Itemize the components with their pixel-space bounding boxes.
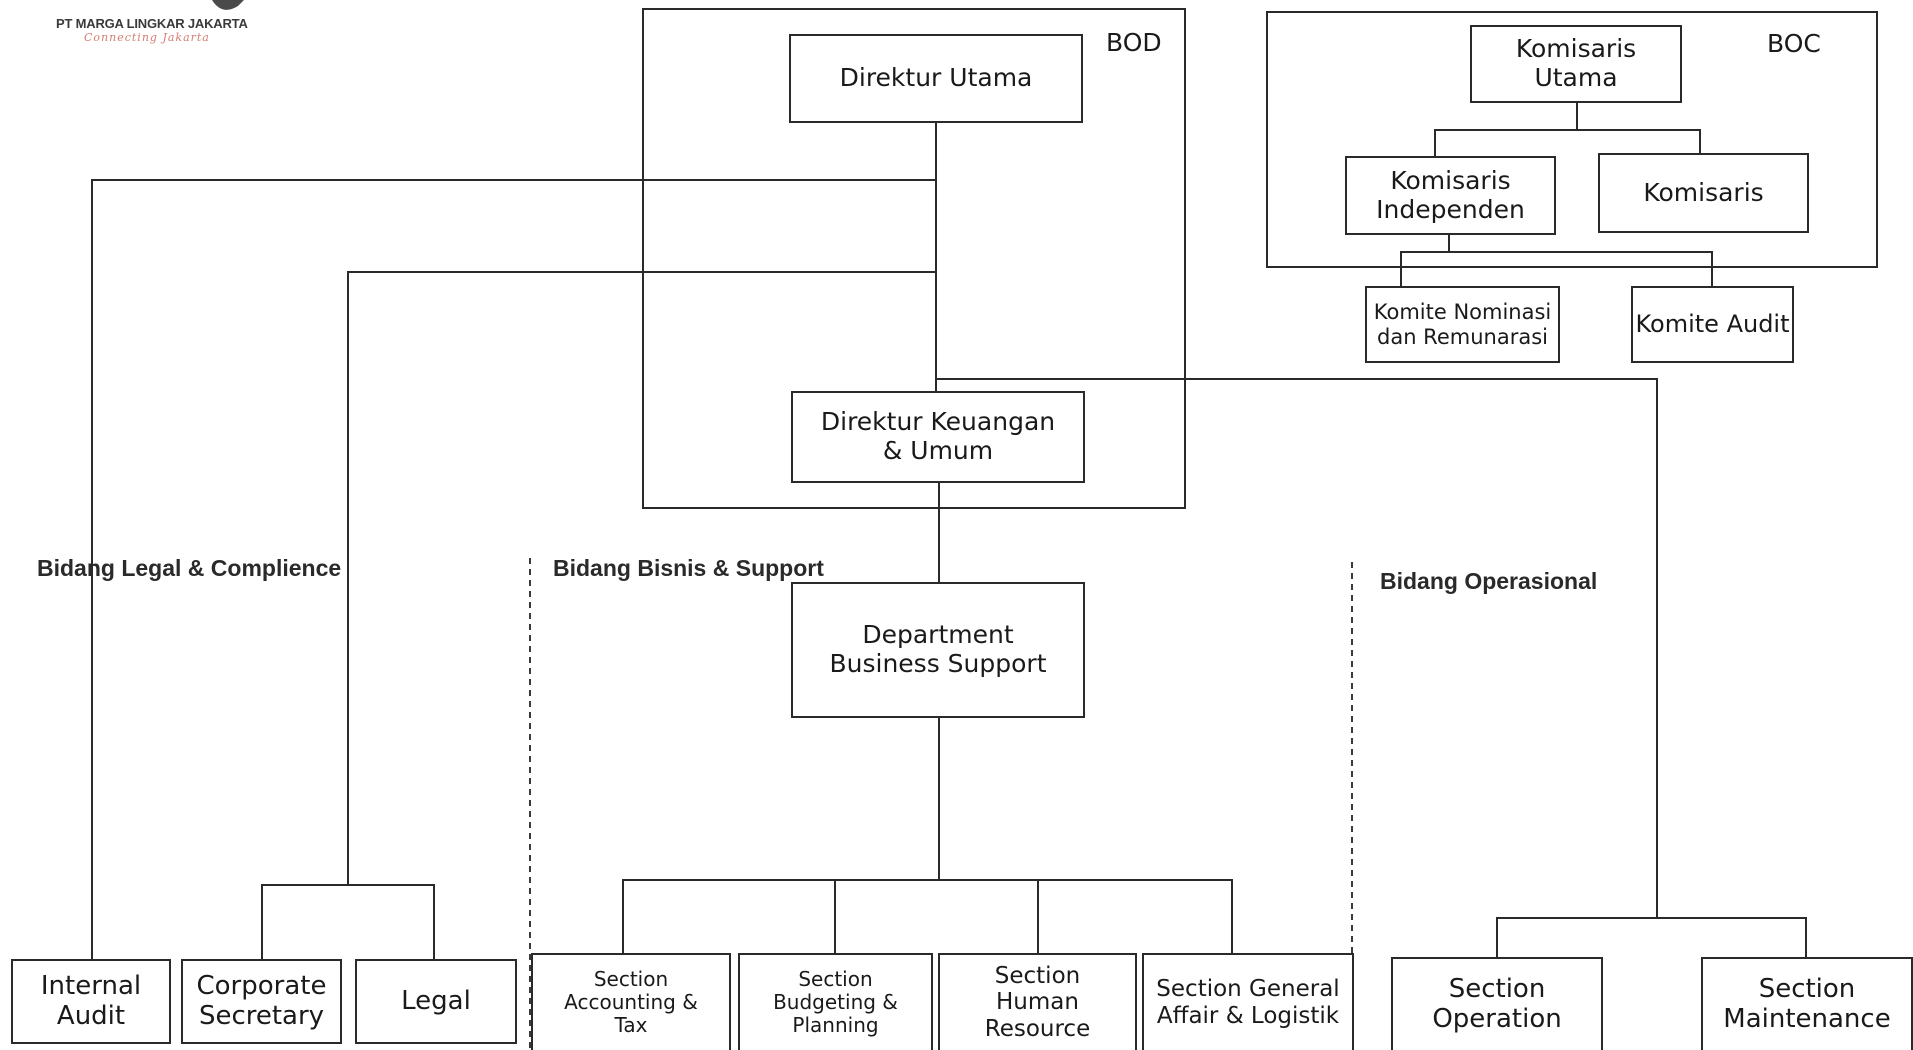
- boc-label: BOC: [1767, 29, 1821, 58]
- komisaris-independen-box[interactable]: Komisaris Independen: [1345, 156, 1556, 235]
- section-title-bisnis: Bidang Bisnis & Support: [553, 555, 824, 581]
- section-maintenance-box[interactable]: Section Maintenance: [1701, 957, 1913, 1050]
- internal-audit-box[interactable]: Internal Audit: [11, 959, 171, 1044]
- komite-nominasi-box[interactable]: Komite Nominasi dan Remunarasi: [1365, 286, 1560, 363]
- bod-frame: [642, 8, 1186, 509]
- direktur-keuangan-box[interactable]: Direktur Keuangan & Umum: [791, 391, 1085, 483]
- section-budgeting-box[interactable]: Section Budgeting & Planning: [738, 953, 933, 1050]
- section-general-affair-box[interactable]: Section General Affair & Logistik: [1142, 953, 1354, 1050]
- section-title-legal: Bidang Legal & Complience: [37, 555, 342, 581]
- section-human-resource-box[interactable]: Section Human Resource: [938, 953, 1137, 1050]
- direktur-utama-box[interactable]: Direktur Utama: [789, 34, 1083, 123]
- bod-label: BOD: [1106, 28, 1162, 57]
- boc-frame: [1266, 11, 1878, 268]
- section-title-operasional: Bidang Operasional: [1380, 568, 1598, 594]
- komisaris-utama-box[interactable]: Komisaris Utama: [1470, 25, 1682, 103]
- corporate-secretary-box[interactable]: Corporate Secretary: [181, 959, 342, 1044]
- komite-audit-box[interactable]: Komite Audit: [1631, 286, 1794, 363]
- company-logo-name: PT MARGA LINGKAR JAKARTA: [56, 16, 248, 31]
- department-business-support-box[interactable]: Department Business Support: [791, 582, 1085, 718]
- legal-box[interactable]: Legal: [355, 959, 517, 1044]
- company-logo-tagline: Connecting Jakarta: [84, 31, 210, 44]
- logo-mark-icon: [212, 0, 244, 10]
- section-operation-box[interactable]: Section Operation: [1391, 957, 1603, 1050]
- komisaris-box[interactable]: Komisaris: [1598, 153, 1809, 233]
- section-accounting-box[interactable]: Section Accounting & Tax: [531, 953, 731, 1050]
